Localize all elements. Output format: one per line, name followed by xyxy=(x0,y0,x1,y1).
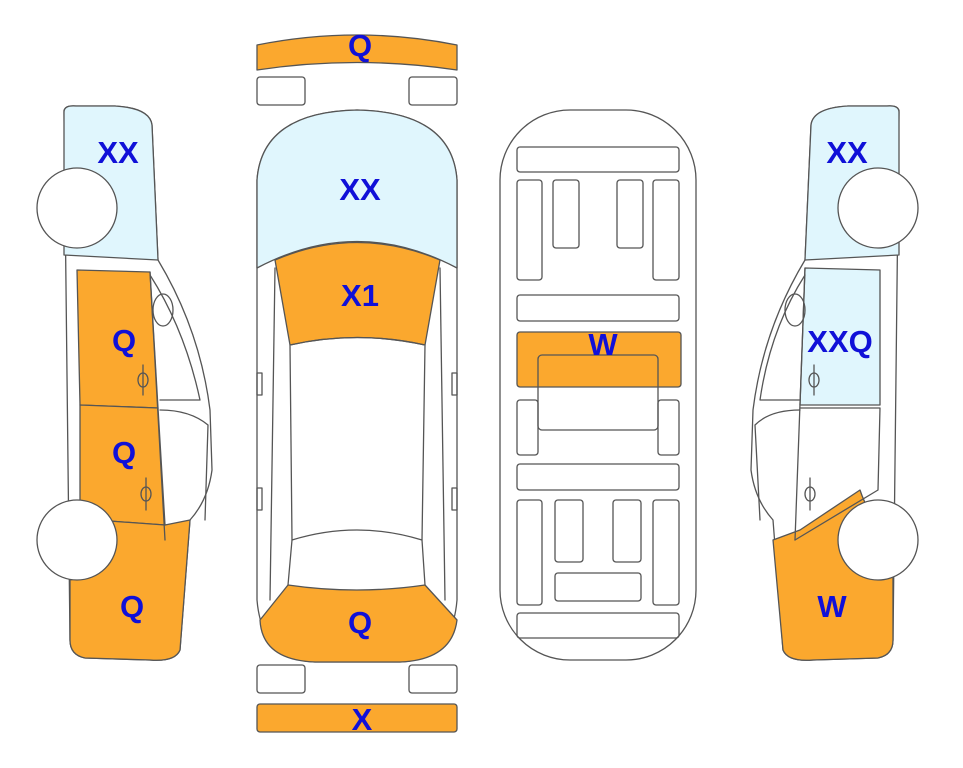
left-mirror-icon xyxy=(152,293,174,327)
top-right-c-line xyxy=(421,539,426,586)
underside-cross-bar-1 xyxy=(516,294,680,322)
trunk-lid-panel[interactable] xyxy=(259,584,458,663)
underside-rear-box xyxy=(554,572,642,602)
underside-body-outline xyxy=(499,109,697,661)
front-bumper-panel[interactable] xyxy=(256,34,458,71)
top-left-mirror-icon xyxy=(256,372,263,396)
underside-front-right-rail xyxy=(652,179,680,281)
right-side-window-line xyxy=(759,274,806,401)
right-front-door-code: XXQ xyxy=(807,324,872,359)
top-left-a-line xyxy=(269,267,276,601)
underside-front-bar xyxy=(516,146,680,173)
windshield-panel[interactable] xyxy=(256,109,458,269)
rear-bumper-code: X xyxy=(352,702,373,737)
windshield-code: XX xyxy=(339,172,381,207)
left-side-window-line xyxy=(149,274,201,401)
roof-panel-code: W xyxy=(588,327,618,362)
left-side-window-line-lower xyxy=(159,409,209,521)
right-front-door-handle-icon xyxy=(808,364,820,396)
rear-right-light-icon xyxy=(408,664,458,694)
front-bumper-code: Q xyxy=(348,28,372,63)
hood-code: X1 xyxy=(341,278,379,313)
rear-bumper-panel[interactable] xyxy=(256,703,458,733)
underside-rear-bar xyxy=(516,612,680,639)
underside-view xyxy=(499,109,697,661)
front-left-light-icon xyxy=(256,76,306,106)
right-rear-fender-code: W xyxy=(817,589,847,624)
underside-center-box xyxy=(537,354,659,431)
top-right-mirror-icon xyxy=(451,372,458,396)
right-side-window-line-lower xyxy=(754,409,801,521)
underside-mid-left xyxy=(516,399,539,456)
left-rear-door-code: Q xyxy=(112,435,136,470)
damage-code-labels: Q XX X1 W Q X XX Q Q Q XX XXQ W xyxy=(97,28,872,737)
right-side-pillar xyxy=(794,267,806,541)
top-left-c-line xyxy=(287,539,293,586)
underside-rear-left-slot xyxy=(554,499,584,563)
underside-rear-left-rail xyxy=(516,499,543,606)
trunk-lid-code: Q xyxy=(348,605,372,640)
roof-panel[interactable] xyxy=(516,331,682,388)
left-front-door-code: Q xyxy=(112,323,136,358)
right-front-wheel-icon xyxy=(837,167,919,249)
underside-front-left-slot xyxy=(552,179,580,249)
underside-front-right-slot xyxy=(616,179,644,249)
rear-left-light-icon xyxy=(256,664,306,694)
left-side-pillar xyxy=(149,271,166,541)
underside-cross-bar-2 xyxy=(516,463,680,491)
underside-rear-right-slot xyxy=(612,499,642,563)
left-side-view xyxy=(36,105,213,661)
underside-mid-right xyxy=(657,399,680,456)
right-rear-wheel-icon xyxy=(837,499,919,581)
right-side-view xyxy=(750,105,919,661)
left-rear-door-handle-icon xyxy=(140,477,152,511)
top-view xyxy=(256,34,458,733)
left-rear-wheel-icon xyxy=(36,499,118,581)
right-rear-door-outline xyxy=(794,407,881,541)
front-right-light-icon xyxy=(408,76,458,106)
left-front-door-handle-icon xyxy=(137,364,149,396)
underside-rear-right-rail xyxy=(652,499,680,606)
left-windshield-code: XX xyxy=(97,135,139,170)
left-front-wheel-icon xyxy=(36,167,118,249)
right-windshield-code: XX xyxy=(826,135,868,170)
top-right-handle-icon xyxy=(451,487,458,511)
right-rear-door-handle-icon xyxy=(804,477,816,511)
underside-front-left-rail xyxy=(516,179,543,281)
left-rear-fender-code: Q xyxy=(120,589,144,624)
top-left-handle-icon xyxy=(256,487,263,511)
roof-outline xyxy=(289,336,426,541)
right-mirror-icon xyxy=(784,293,806,327)
top-right-a-line xyxy=(439,267,446,601)
